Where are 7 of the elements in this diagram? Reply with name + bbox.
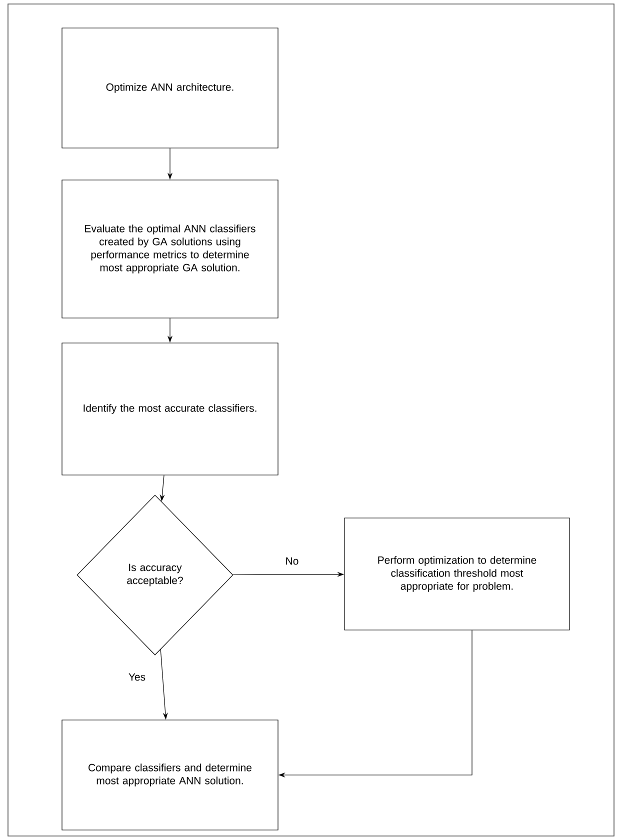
- edge-label: Yes: [128, 673, 146, 681]
- process-box: Identify the most accurate classifiers.: [62, 342, 278, 476]
- process-box: Evaluate the optimal ANN classifiers created by GA solutions using performance metrics to determine most appropriate GA solution.: [62, 180, 278, 318]
- process-box: Compare classifiers and determine most appropriate ANN solution.: [62, 720, 278, 830]
- process-box: Optimize ANN architecture.: [62, 28, 278, 148]
- process-box: Perform optimization to determine classification threshold most appropriate for problem.: [344, 518, 570, 630]
- edge-label: No: [286, 557, 298, 565]
